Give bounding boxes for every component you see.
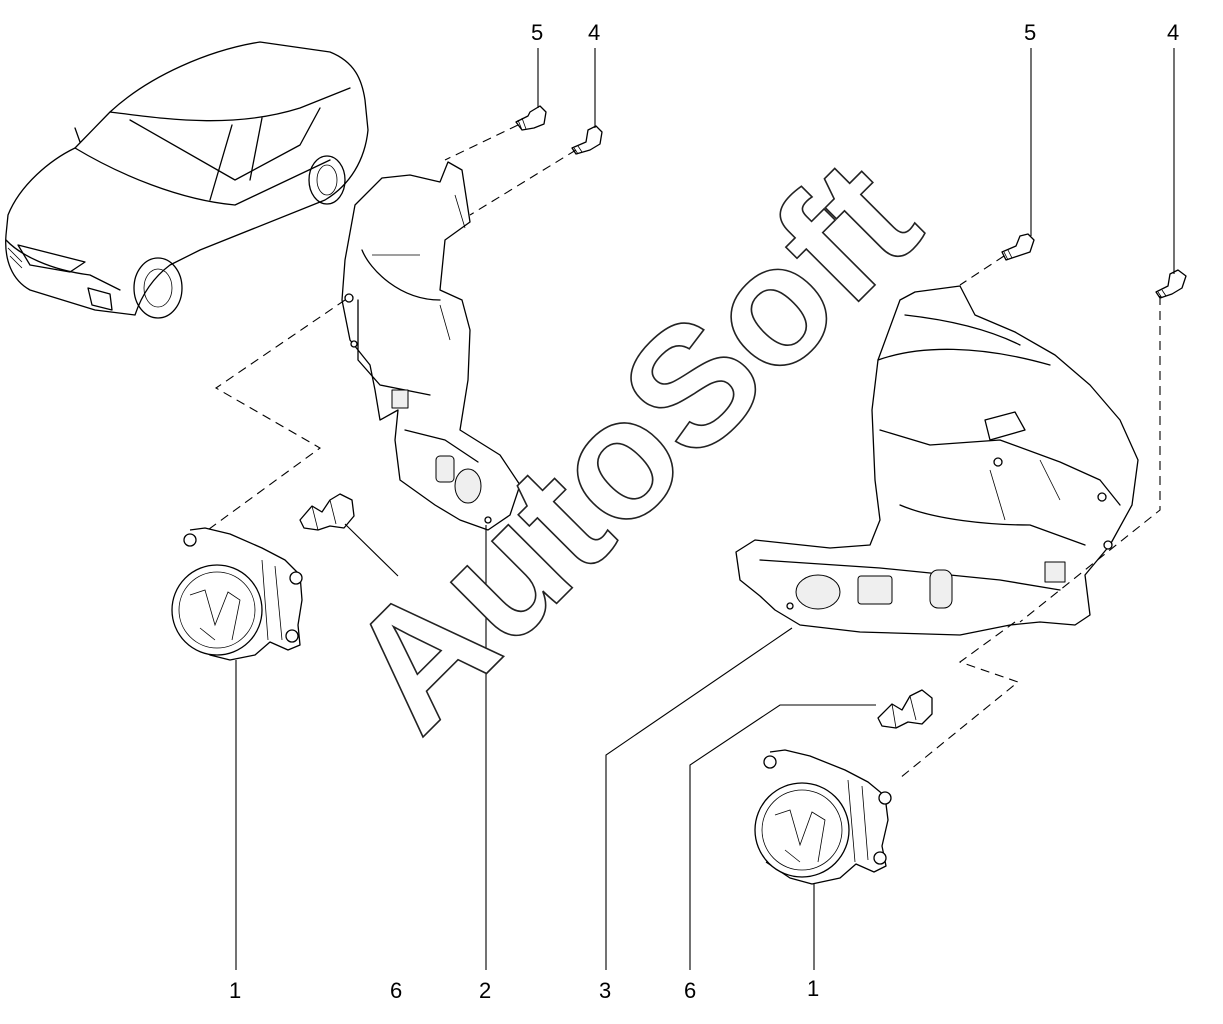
callout-4-right: 4 [1167, 20, 1179, 45]
callout-6-left: 6 [390, 978, 402, 1003]
car-overview-illustration [5, 41, 369, 319]
callout-5-left: 5 [531, 20, 543, 45]
assembly-dashed-lines [204, 124, 1161, 779]
right-bulb [877, 689, 933, 729]
right-fog-lamp [754, 749, 892, 885]
callout-1-left: 1 [229, 978, 241, 1003]
callout-5-right: 5 [1024, 20, 1036, 45]
screw-4-right [1155, 269, 1187, 299]
callout-4-left: 4 [588, 20, 600, 45]
left-fog-light-bracket [341, 161, 521, 531]
callout-1-right: 1 [807, 976, 819, 1001]
callout-2: 2 [479, 978, 491, 1003]
callout-6-right: 6 [684, 978, 696, 1003]
screw-5-right [1001, 233, 1035, 261]
callout-3: 3 [599, 978, 611, 1003]
left-fog-lamp [171, 527, 303, 661]
left-bulb [299, 493, 355, 531]
screw-5-left [515, 105, 547, 131]
screw-4-left [571, 125, 603, 155]
leader-lines [235, 48, 1175, 970]
